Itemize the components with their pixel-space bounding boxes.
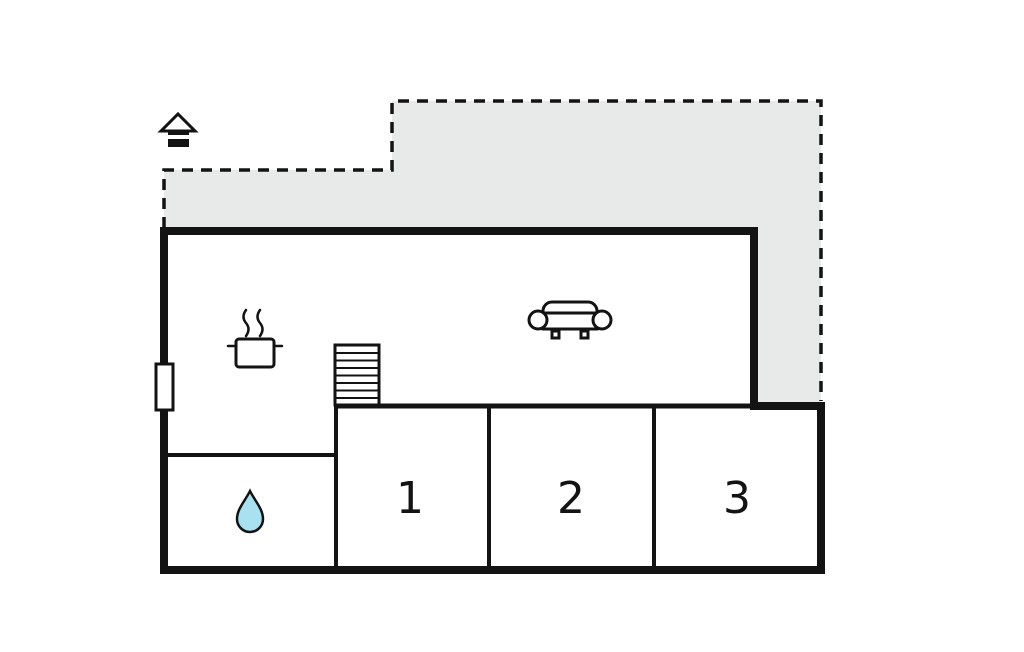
steam-line xyxy=(242,308,250,338)
interior-walls xyxy=(164,403,754,570)
room-2-label: 2 xyxy=(557,473,585,524)
window-icon xyxy=(154,362,175,412)
water-drop-icon xyxy=(235,488,265,534)
terrace-area xyxy=(164,101,821,403)
building-outline xyxy=(160,227,825,574)
room-1-label: 1 xyxy=(396,473,424,524)
stairs-icon xyxy=(333,343,381,407)
plot-boundary-dashed-line xyxy=(162,99,823,401)
cooking-pot-icon xyxy=(226,308,284,369)
sofa-icon xyxy=(527,300,613,340)
house-icon xyxy=(157,111,199,147)
room-3-label: 3 xyxy=(723,473,751,524)
steam-line xyxy=(256,308,264,338)
